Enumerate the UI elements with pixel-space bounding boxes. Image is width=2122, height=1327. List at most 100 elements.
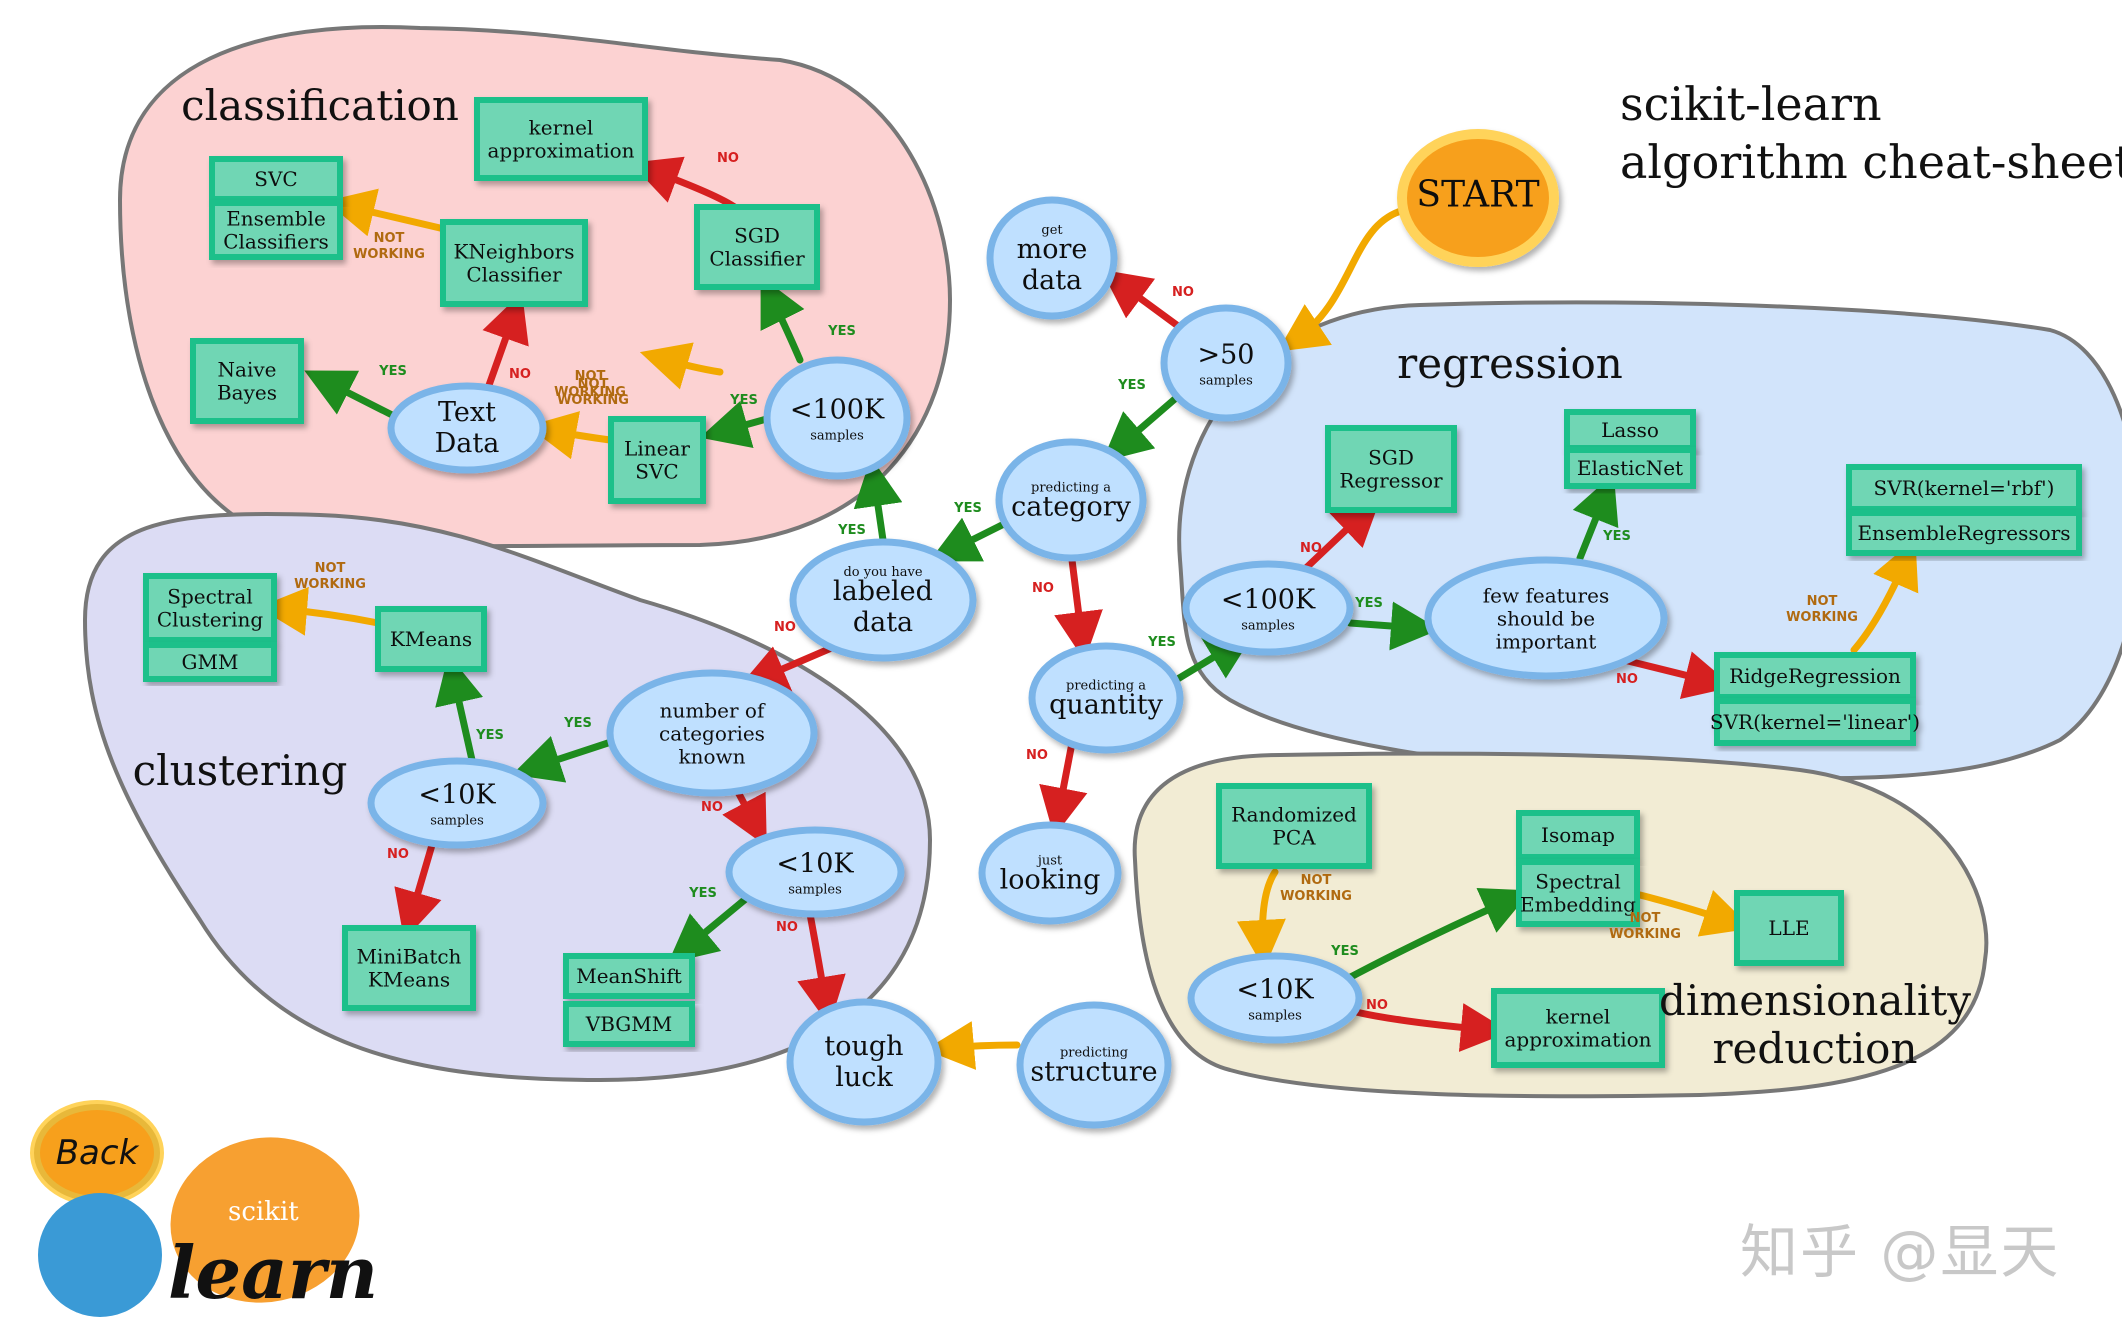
node-small-label: samples [1248, 1009, 1302, 1024]
edge-label-e24: NO [1026, 748, 1048, 763]
edge-e14-yes [760, 276, 805, 364]
algo-box-label: Isomap [1541, 823, 1615, 847]
edge-e26-no [1302, 496, 1382, 572]
algo-box-svr_lin[interactable]: SVR(kernel='linear') [1710, 698, 1920, 746]
node-small-label: samples [810, 429, 864, 444]
algo-box-rect [440, 219, 588, 307]
algo-box-svc[interactable]: SVC [209, 156, 343, 202]
edge-label-e31: YES [1330, 944, 1359, 959]
algo-box-svr_rbf[interactable]: SVR(kernel='rbf') [1846, 464, 2082, 512]
edge-label-e26: NO [1300, 541, 1322, 556]
edge-e17-notworking [258, 586, 382, 636]
algo-box-meanshift[interactable]: MeanShift [563, 953, 695, 999]
edge-e32-notworking [1636, 890, 1752, 937]
algo-box-rect [1564, 447, 1696, 489]
back-button[interactable]: Back [34, 1104, 160, 1202]
node-small-label: do you have [843, 565, 922, 580]
edge-label-e33: NO [1366, 998, 1388, 1013]
node-label: Text [438, 397, 496, 428]
decision-node-start[interactable]: START [1397, 129, 1559, 267]
node-label: quantity [1049, 690, 1163, 721]
algo-box-lle[interactable]: LLE [1734, 890, 1844, 966]
algo-box-elasticnet[interactable]: ElasticNet [1564, 447, 1696, 489]
edge-e3-yes [1102, 394, 1180, 462]
algo-box-label: approximation [1504, 1028, 1651, 1052]
algo-box-rect [694, 204, 820, 290]
node-small-label: samples [788, 883, 842, 898]
algo-box-ridge[interactable]: RidgeRegression [1714, 652, 1916, 700]
algo-box-label: Lasso [1601, 418, 1659, 442]
edge-label-e17: WORKING [294, 577, 366, 592]
edge-e27-notworking [1850, 538, 1919, 654]
area-title-clustering: clustering [133, 746, 348, 795]
algo-box-ensemble_r[interactable]: EnsembleRegressors [1846, 510, 2082, 556]
algo-box-label: approximation [487, 139, 634, 163]
node-label: Data [435, 428, 500, 459]
algo-box-label: VBGMM [585, 1012, 672, 1036]
algo-box-label: kernel [529, 116, 594, 140]
algo-box-lasso[interactable]: Lasso [1564, 409, 1696, 451]
edge-e9-notworking [639, 342, 724, 390]
edge-label-e13: NOT [374, 231, 405, 246]
algo-box-kmeans[interactable]: KMeans [375, 606, 487, 672]
edge-label-e27: WORKING [1786, 610, 1858, 625]
edge-label-e4: YES [953, 501, 982, 516]
algo-box-label: Spectral [1535, 870, 1620, 894]
algo-box-rect [1325, 425, 1457, 513]
edge-label-e9: NOT [575, 369, 606, 384]
algo-box-rect [1216, 783, 1372, 869]
edge-label-e32: NOT [1630, 911, 1661, 926]
area-title-dimred: dimensionality [1659, 976, 1971, 1025]
edge-label-e28: NO [1616, 672, 1638, 687]
algo-box-rect [190, 338, 304, 424]
edge-e4-yes [929, 517, 1010, 562]
edge-label-e12: NOT [578, 377, 609, 392]
node-ellipse [986, 196, 1118, 320]
edge-e10-yes [304, 370, 402, 422]
node-ellipse [1424, 556, 1668, 680]
algo-box-label: Regressor [1339, 469, 1443, 493]
node-ellipse [789, 538, 977, 662]
algo-box-label: SVC [254, 167, 297, 191]
algo-box-label: KMeans [390, 627, 472, 651]
edge-label-e8: YES [729, 393, 758, 408]
algo-box-rect [474, 97, 648, 181]
node-label: few features [1483, 584, 1609, 608]
edge-e6-yes [853, 457, 903, 544]
algo-box-vbgmm[interactable]: VBGMM [563, 1001, 695, 1047]
node-ellipse [367, 757, 547, 849]
node-ellipse [606, 669, 818, 797]
algo-box-isomap[interactable]: Isomap [1516, 810, 1640, 860]
algo-box-gmm[interactable]: GMM [143, 642, 277, 682]
algo-box-label: MeanShift [576, 964, 682, 988]
algo-box-label: Randomized [1231, 803, 1357, 827]
